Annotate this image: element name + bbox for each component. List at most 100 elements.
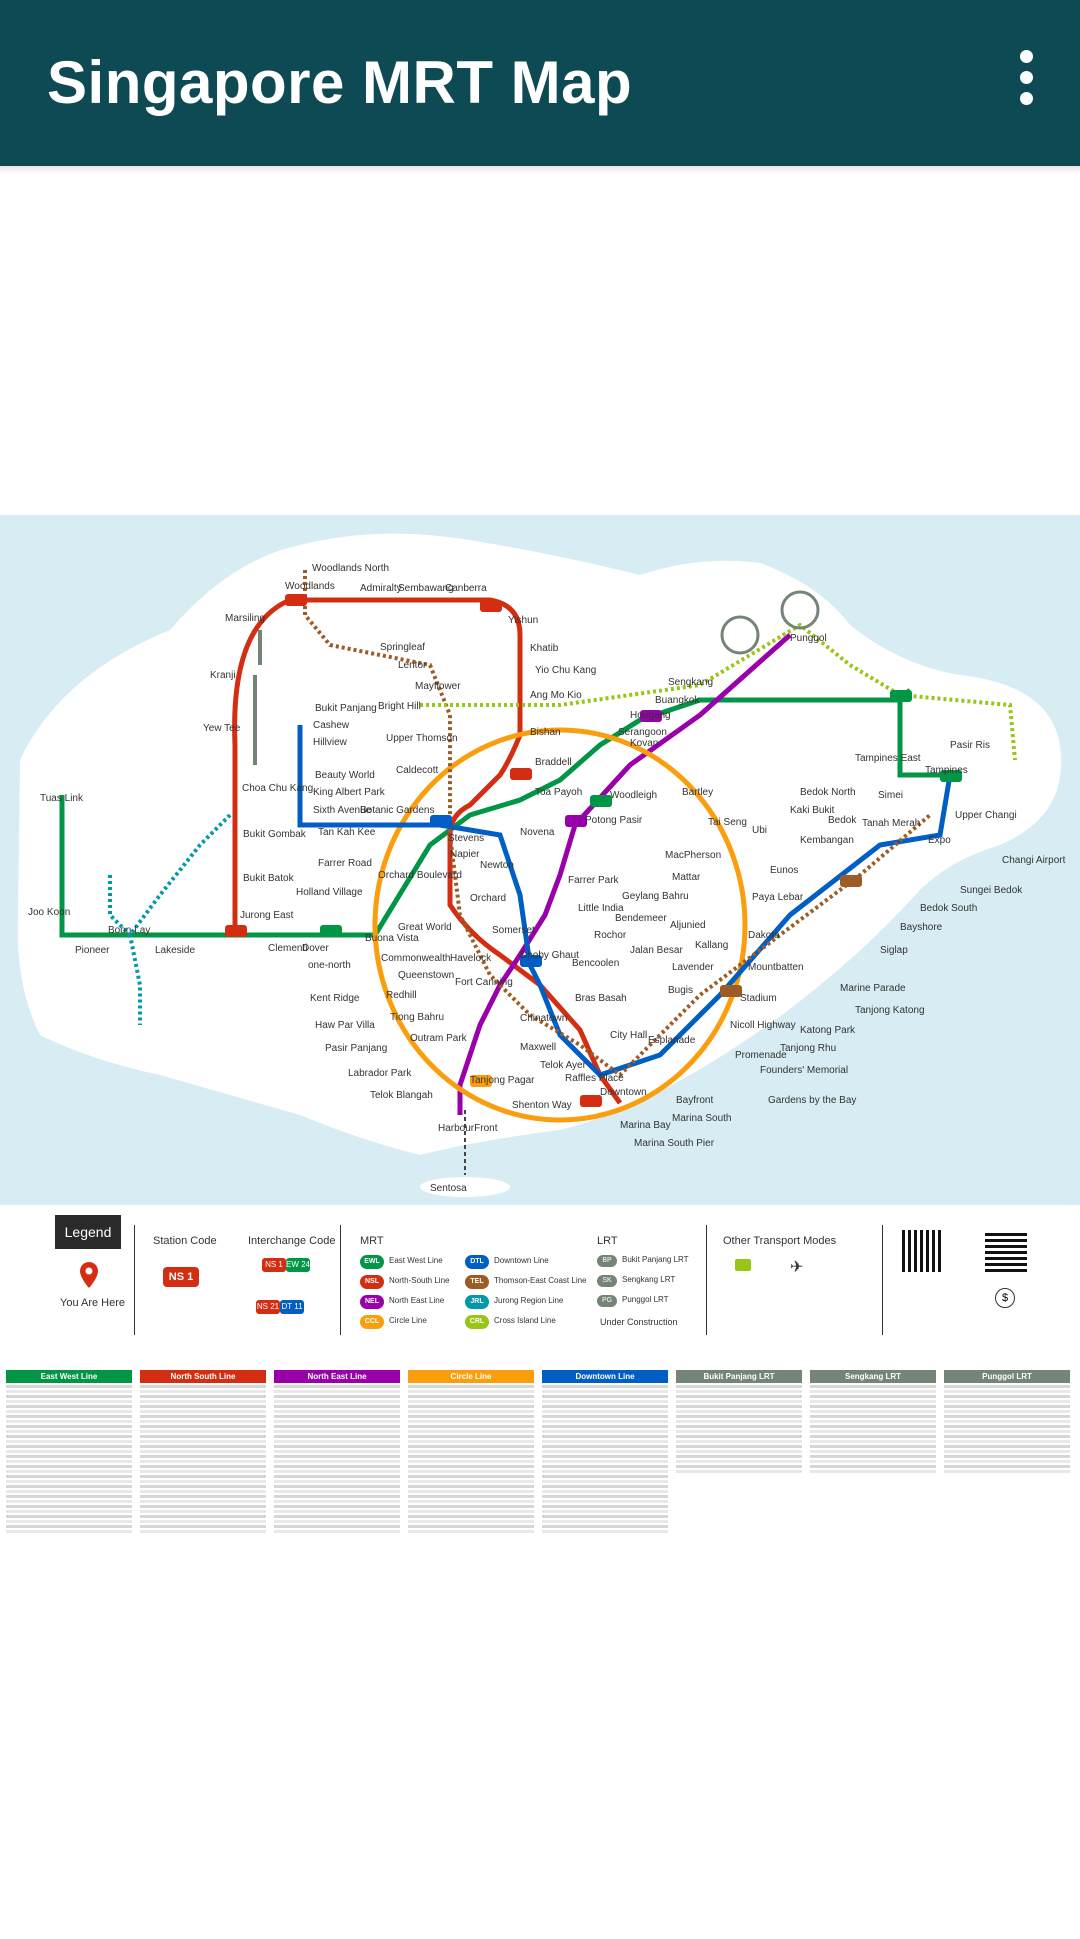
table-row <box>140 1505 266 1508</box>
table-row <box>542 1425 668 1428</box>
table-row <box>140 1510 266 1513</box>
table-row <box>408 1460 534 1463</box>
table-row <box>140 1385 266 1388</box>
line-code-badge: NEL <box>360 1295 384 1309</box>
airplane-icon: ✈ <box>790 1259 804 1276</box>
table-row <box>408 1420 534 1423</box>
station-label: Bras Basah <box>575 993 627 1004</box>
table-row <box>274 1490 400 1493</box>
table-row <box>274 1425 400 1428</box>
table-row <box>6 1385 132 1388</box>
station-label: Cashew <box>313 720 350 731</box>
table-row <box>274 1395 400 1398</box>
station-label: Stadium <box>740 993 777 1004</box>
table-row <box>6 1500 132 1503</box>
table-row <box>542 1485 668 1488</box>
station-label: Aljunied <box>670 920 706 931</box>
table-row <box>274 1485 400 1488</box>
table-row <box>944 1450 1070 1453</box>
station-label: Labrador Park <box>348 1068 412 1079</box>
station-label: Bukit Panjang <box>315 703 377 714</box>
table-row <box>408 1505 534 1508</box>
table-row <box>408 1385 534 1388</box>
table-row <box>542 1385 668 1388</box>
legend-divider <box>340 1225 341 1335</box>
fare-dollar-icon: $ <box>995 1288 1015 1308</box>
station-label: Dover <box>302 943 329 954</box>
station-table-title: Downtown Line <box>542 1370 668 1383</box>
legend-divider <box>882 1225 883 1335</box>
table-row <box>140 1470 266 1473</box>
line-code-badge: CCL <box>360 1315 384 1329</box>
table-row <box>274 1420 400 1423</box>
station-label: Tampines <box>925 765 968 776</box>
line-name: Bukit Panjang LRT <box>622 1255 689 1264</box>
station-label: Sentosa <box>430 1183 467 1194</box>
table-row <box>542 1520 668 1523</box>
mrt-map-image[interactable]: Woodlands North Woodlands Admiralty Semb… <box>0 515 1080 1565</box>
app-bar: Singapore MRT Map <box>0 0 1080 166</box>
table-row <box>140 1450 266 1453</box>
line-name: Thomson-East Coast Line <box>494 1276 587 1285</box>
qr-code-icon <box>985 1230 1027 1272</box>
table-row <box>408 1440 534 1443</box>
table-row <box>944 1410 1070 1413</box>
table-row <box>6 1415 132 1418</box>
station-label: Marsiling <box>225 613 266 624</box>
station-label: Dakota <box>748 930 780 941</box>
table-row <box>408 1400 534 1403</box>
station-label: Ubi <box>752 825 768 836</box>
station-table-title: Sengkang LRT <box>810 1370 936 1383</box>
tel-line <box>303 570 932 1078</box>
punggol-lrt-loop <box>780 590 820 630</box>
ccl-loop <box>372 727 748 1123</box>
table-row <box>542 1455 668 1458</box>
table-row <box>274 1445 400 1448</box>
table-row <box>810 1395 936 1398</box>
station-label: Lentor <box>398 660 427 671</box>
station-label: Rochor <box>594 930 627 941</box>
table-row <box>408 1485 534 1488</box>
legend-divider <box>706 1225 707 1335</box>
table-row <box>6 1520 132 1523</box>
station-label: Holland Village <box>296 887 363 898</box>
table-row <box>274 1435 400 1438</box>
table-row <box>140 1405 266 1408</box>
table-row <box>810 1465 936 1468</box>
station-label: Bright Hill <box>378 701 421 712</box>
station-label: Sengkang <box>668 677 714 688</box>
you-are-here-label: You Are Here <box>60 1297 126 1309</box>
station-label: Farrer Park <box>568 875 619 886</box>
station-label: Tampines East <box>855 753 921 764</box>
station-label: Caldecott <box>396 765 439 776</box>
table-row <box>408 1415 534 1418</box>
station-label: Tanah Merah <box>862 818 921 829</box>
table-row <box>676 1430 802 1433</box>
table-row <box>140 1440 266 1443</box>
station-label: Marine Parade <box>840 983 906 994</box>
table-row <box>140 1390 266 1393</box>
sentosa-island <box>420 1177 510 1197</box>
more-vert-icon[interactable] <box>994 44 1058 124</box>
table-row <box>408 1465 534 1468</box>
station-table: Circle Line <box>408 1370 534 1533</box>
table-row <box>542 1530 668 1533</box>
table-row <box>274 1400 400 1403</box>
line-code-badge: TEL <box>465 1275 489 1289</box>
legend-divider <box>134 1225 135 1335</box>
table-row <box>6 1505 132 1508</box>
table-row <box>408 1455 534 1458</box>
station-label: Dhoby Ghaut <box>520 950 579 961</box>
table-row <box>542 1420 668 1423</box>
station-label: Lavender <box>672 962 714 973</box>
table-row <box>6 1460 132 1463</box>
table-row <box>6 1425 132 1428</box>
table-row <box>542 1495 668 1498</box>
table-row <box>542 1415 668 1418</box>
line-name: North-South Line <box>389 1276 450 1285</box>
line-name: Sengkang LRT <box>622 1275 676 1284</box>
station-label: Esplanade <box>648 1035 696 1046</box>
table-row <box>676 1440 802 1443</box>
